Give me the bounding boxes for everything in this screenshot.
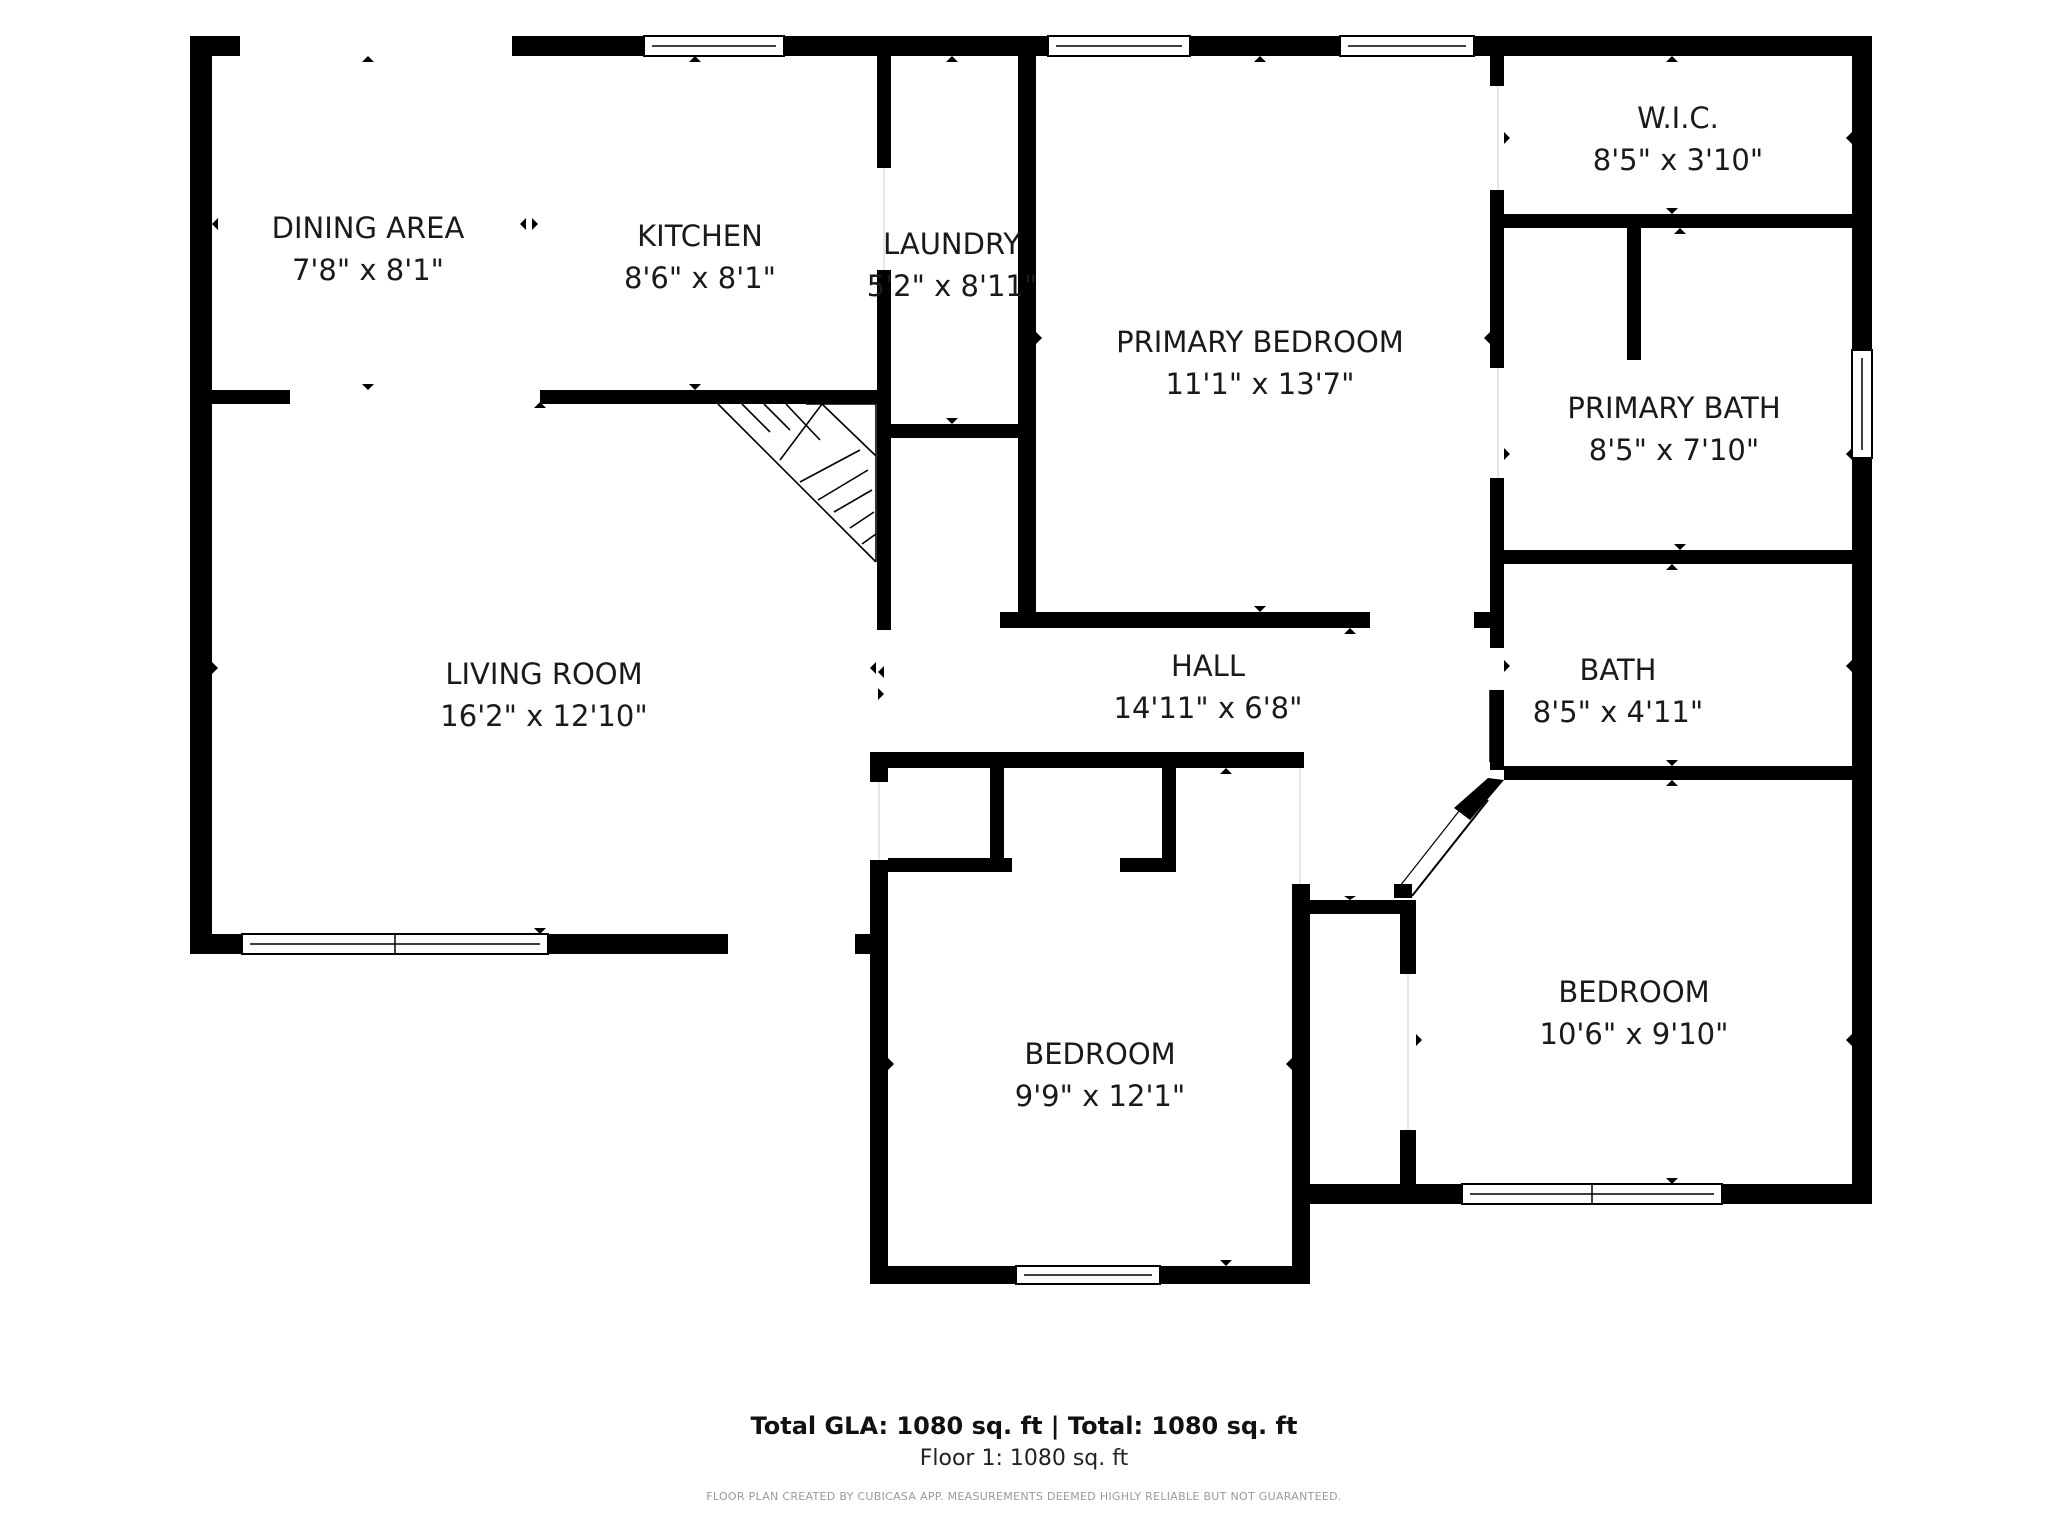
window-right-bedroom-bottom xyxy=(1461,1183,1723,1205)
living-room-name: LIVING ROOM xyxy=(445,657,642,691)
windows xyxy=(241,35,1873,1285)
bedroom-center-dims: 9'9" x 12'1" xyxy=(1015,1079,1185,1113)
wic-dims: 8'5" x 3'10" xyxy=(1593,143,1763,177)
hall-name: HALL xyxy=(1171,649,1245,683)
hall-dims: 14'11" x 6'8" xyxy=(1114,691,1303,725)
bath-dims: 8'5" x 4'11" xyxy=(1533,695,1703,729)
disclaimer-note: FLOOR PLAN CREATED BY CUBICASA APP. MEAS… xyxy=(706,1490,1342,1503)
laundry-name: LAUNDRY xyxy=(883,227,1021,261)
primary-bath-name: PRIMARY BATH xyxy=(1567,391,1780,425)
primary-bedroom-name: PRIMARY BEDROOM xyxy=(1116,325,1404,359)
window-living-bottom xyxy=(241,933,549,955)
floor-area-summary: Floor 1: 1080 sq. ft xyxy=(919,1446,1129,1471)
window-primary-bath-right xyxy=(1851,349,1873,459)
window-primary-top-2 xyxy=(1339,35,1475,57)
dimension-markers xyxy=(212,56,1852,1266)
primary-bedroom-dims: 11'1" x 13'7" xyxy=(1166,367,1355,401)
laundry-dims: 5'2" x 8'11" xyxy=(867,269,1037,303)
window-primary-top-1 xyxy=(1047,35,1191,57)
room-labels: DINING AREA 7'8" x 8'1" KITCHEN 8'6" x 8… xyxy=(272,101,1781,1113)
total-area-summary: Total GLA: 1080 sq. ft | Total: 1080 sq.… xyxy=(750,1412,1298,1440)
door-openings xyxy=(240,36,1499,1130)
staircase xyxy=(717,403,877,563)
primary-bath-dims: 8'5" x 7'10" xyxy=(1589,433,1759,467)
bedroom-right-name: BEDROOM xyxy=(1558,975,1709,1009)
wic-name: W.I.C. xyxy=(1637,101,1719,135)
living-room-dims: 16'2" x 12'10" xyxy=(440,699,647,733)
bedroom-right-dims: 10'6" x 9'10" xyxy=(1540,1017,1729,1051)
kitchen-name: KITCHEN xyxy=(637,219,763,253)
bedroom-center-name: BEDROOM xyxy=(1024,1037,1175,1071)
kitchen-dims: 8'6" x 8'1" xyxy=(624,261,776,295)
window-center-bedroom-bottom xyxy=(1015,1265,1161,1285)
dining-area-name: DINING AREA xyxy=(272,211,465,245)
dining-area-dims: 7'8" x 8'1" xyxy=(292,253,444,287)
window-kitchen-top xyxy=(643,35,785,57)
bath-name: BATH xyxy=(1579,653,1656,687)
